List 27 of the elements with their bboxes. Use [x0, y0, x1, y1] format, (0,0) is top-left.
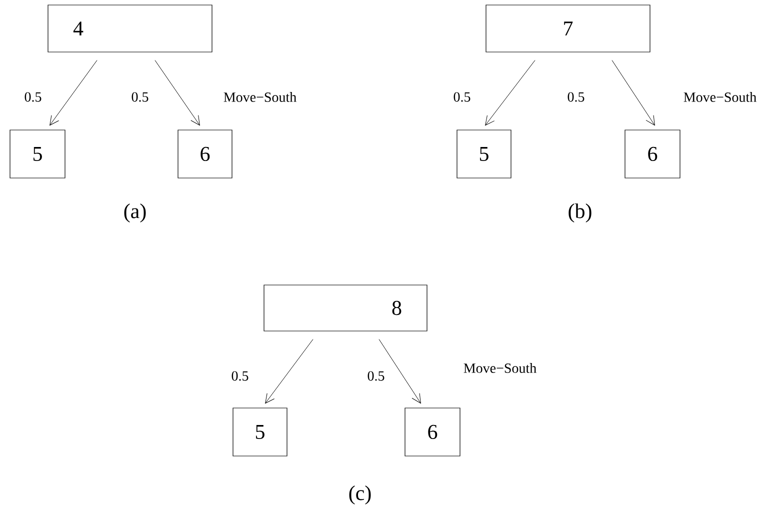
- state-box: 5: [10, 130, 66, 178]
- panel-label: (a): [124, 203, 146, 223]
- arrow: [378, 339, 421, 404]
- edge-label: 0.5: [232, 371, 248, 381]
- edge-label: 0.5: [24, 92, 42, 102]
- state-box: 5: [232, 408, 288, 456]
- action-label: Move−South: [684, 92, 756, 102]
- arrow: [612, 60, 655, 126]
- edge-label: 0.5: [368, 371, 384, 381]
- edge-label: 0.5: [132, 92, 148, 102]
- action-label: Move−South: [464, 363, 536, 373]
- state-box: 7: [486, 4, 650, 52]
- arrow: [154, 60, 200, 126]
- arrow: [50, 60, 98, 126]
- panel-label: (b): [568, 203, 592, 223]
- state-box: 6: [624, 130, 680, 178]
- state-box: 6: [404, 408, 460, 456]
- state-box: 8: [264, 284, 428, 332]
- action-label: Move−South: [224, 92, 296, 102]
- arrow: [485, 60, 536, 126]
- state-box: 4: [48, 4, 212, 52]
- panel-label: (c): [349, 485, 371, 504]
- edge-label: 0.5: [454, 92, 470, 102]
- arrow: [265, 339, 314, 404]
- state-box: 6: [178, 130, 232, 178]
- state-box: 5: [456, 130, 512, 178]
- edge-label: 0.5: [568, 92, 584, 102]
